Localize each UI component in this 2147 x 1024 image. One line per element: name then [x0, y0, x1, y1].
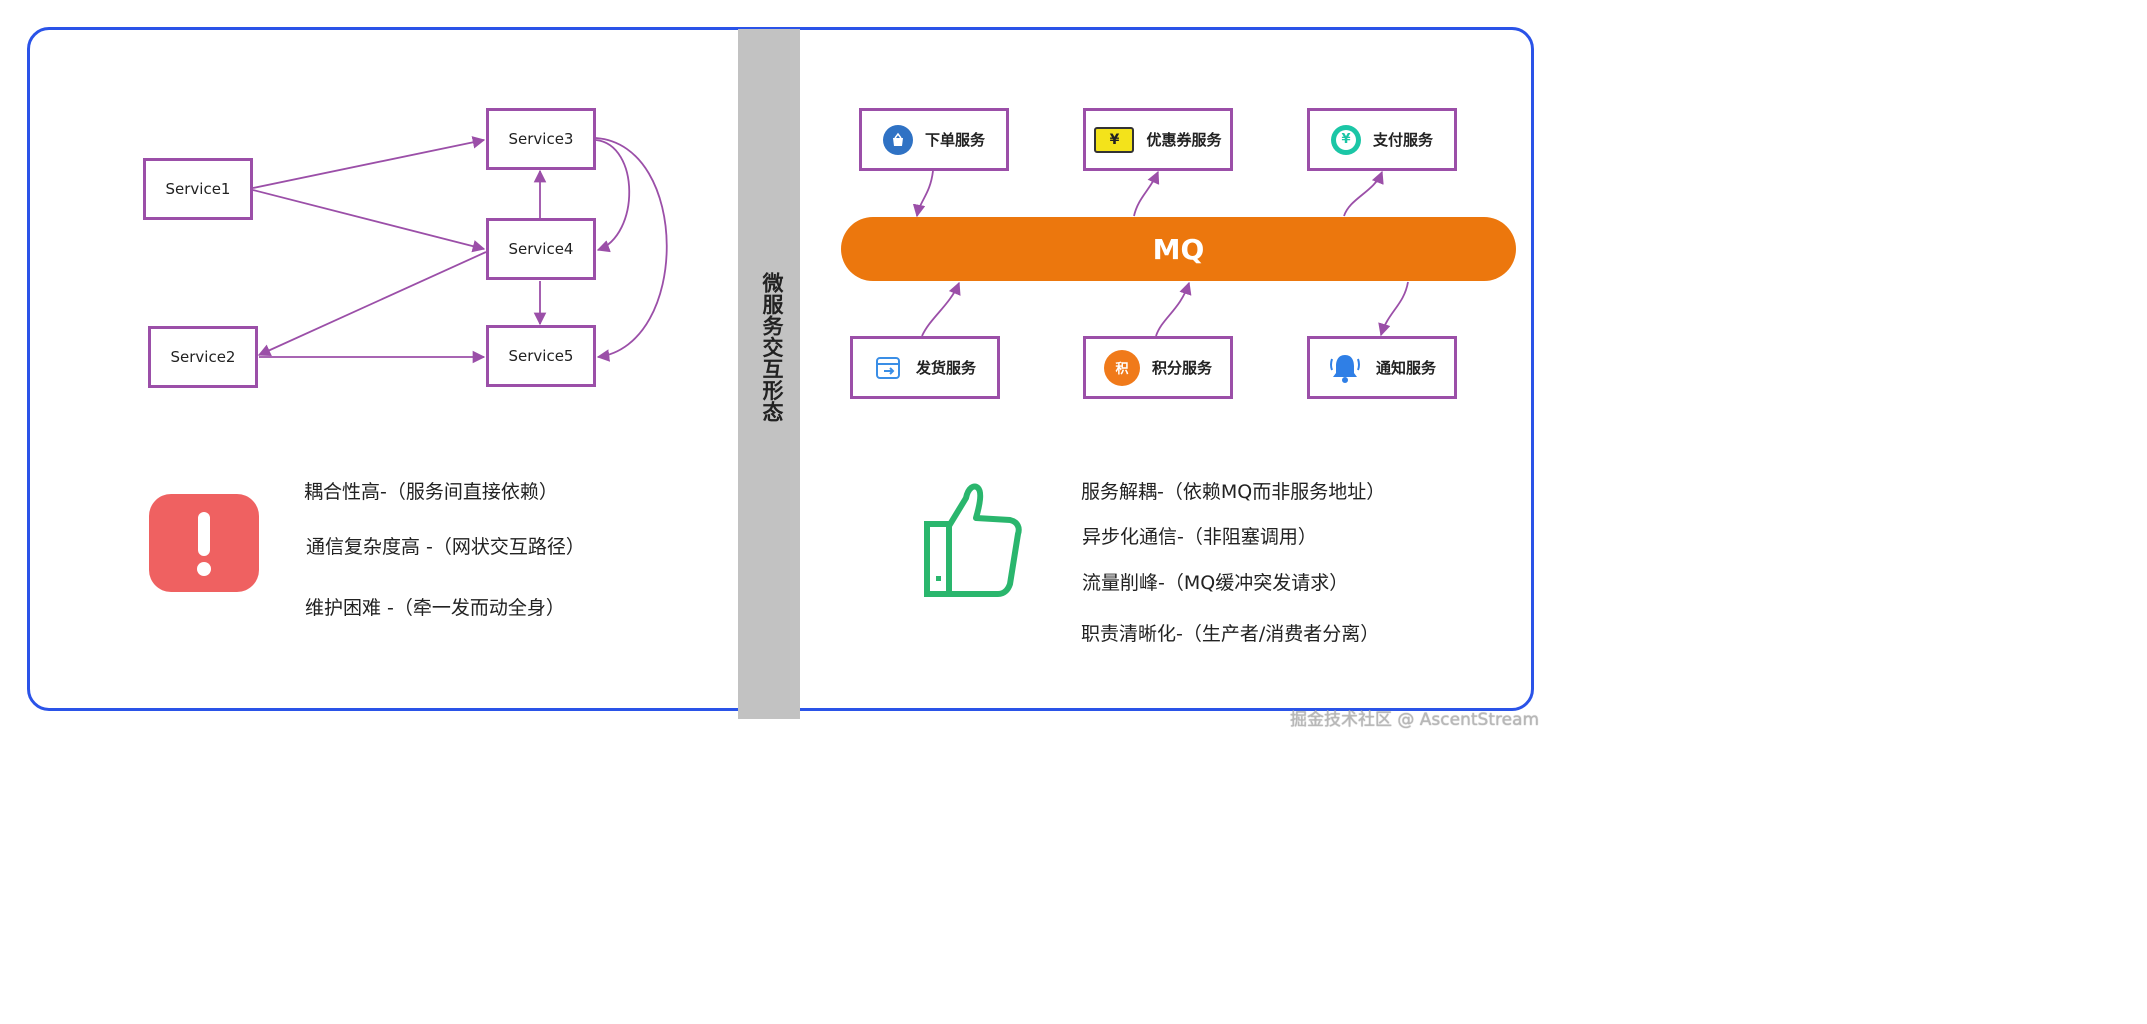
mq-bus: MQ: [841, 217, 1516, 281]
edge-mq-coupon: [1133, 170, 1160, 217]
edge-mq-points: [1155, 281, 1192, 337]
points-icon: 积: [1103, 349, 1140, 386]
payment-service-label: 支付服务: [1372, 131, 1433, 149]
shipping-box-icon: [874, 354, 902, 382]
center-divider: [738, 29, 800, 719]
bell-icon: [1328, 351, 1362, 385]
payment-yen-icon: ¥: [1330, 124, 1361, 155]
right-note-peak-shaving: 流量削峰-（MQ缓冲突发请求）: [1082, 572, 1349, 594]
notify-service-label: 通知服务: [1375, 359, 1436, 377]
service1-node: Service1: [143, 158, 253, 220]
edge-order-mq: [912, 170, 934, 218]
coupon-ticket-icon: ¥: [1094, 126, 1135, 153]
left-note-maintenance: 维护困难 -（牵一发而动全身）: [305, 597, 565, 619]
edge-s4-s2: [257, 251, 487, 357]
service4-node: Service4: [486, 218, 596, 280]
payment-icon-glyph: ¥: [1335, 129, 1356, 150]
coupon-icon-glyph: ¥: [1109, 131, 1120, 148]
edge-s3-s5-curve: [595, 137, 668, 362]
edge-mq-shipping: [921, 281, 961, 337]
mq-label: MQ: [1152, 232, 1205, 266]
shipping-service-label: 发货服务: [915, 359, 976, 377]
right-note-decoupling: 服务解耦-（依赖MQ而非服务地址）: [1081, 481, 1386, 503]
right-note-responsibility: 职责清晰化-（生产者/消费者分离）: [1081, 623, 1380, 645]
service2-node: Service2: [148, 326, 258, 388]
edge-s1-s4: [252, 189, 486, 253]
service3-node: Service3: [486, 108, 596, 170]
left-note-coupling: 耦合性高-（服务间直接依赖）: [304, 481, 558, 503]
connection-lines: [252, 136, 1409, 364]
watermark: 掘金技术社区 @ AscentStream: [1290, 710, 1540, 730]
left-note-complexity: 通信复杂度高 -（网状交互路径）: [306, 536, 585, 558]
points-service-label: 积分服务: [1151, 359, 1212, 377]
edge-mq-payment: [1343, 170, 1384, 217]
right-note-async: 异步化通信-（非阻塞调用）: [1082, 526, 1317, 548]
warning-icon: [149, 494, 259, 592]
edge-s1-s3: [252, 136, 486, 189]
divider-title: 微服务交互形态: [760, 272, 784, 423]
shopping-basket-icon: [882, 124, 913, 155]
edge-s3-s4-curve: [595, 139, 631, 253]
notify-service-node: 通知服务: [1307, 336, 1457, 399]
payment-service-node: ¥ 支付服务: [1307, 108, 1457, 171]
coupon-service-label: 优惠券服务: [1146, 131, 1222, 149]
points-icon-glyph: 积: [1115, 362, 1129, 377]
coupon-service-node: ¥ 优惠券服务: [1083, 108, 1233, 171]
thumbs-up-icon: [924, 480, 1024, 602]
edge-mq-notify: [1378, 281, 1409, 337]
order-service-label: 下单服务: [924, 131, 985, 149]
shipping-service-node: 发货服务: [850, 336, 1000, 399]
points-service-node: 积 积分服务: [1083, 336, 1233, 399]
order-service-node: 下单服务: [859, 108, 1009, 171]
service5-node: Service5: [486, 325, 596, 387]
